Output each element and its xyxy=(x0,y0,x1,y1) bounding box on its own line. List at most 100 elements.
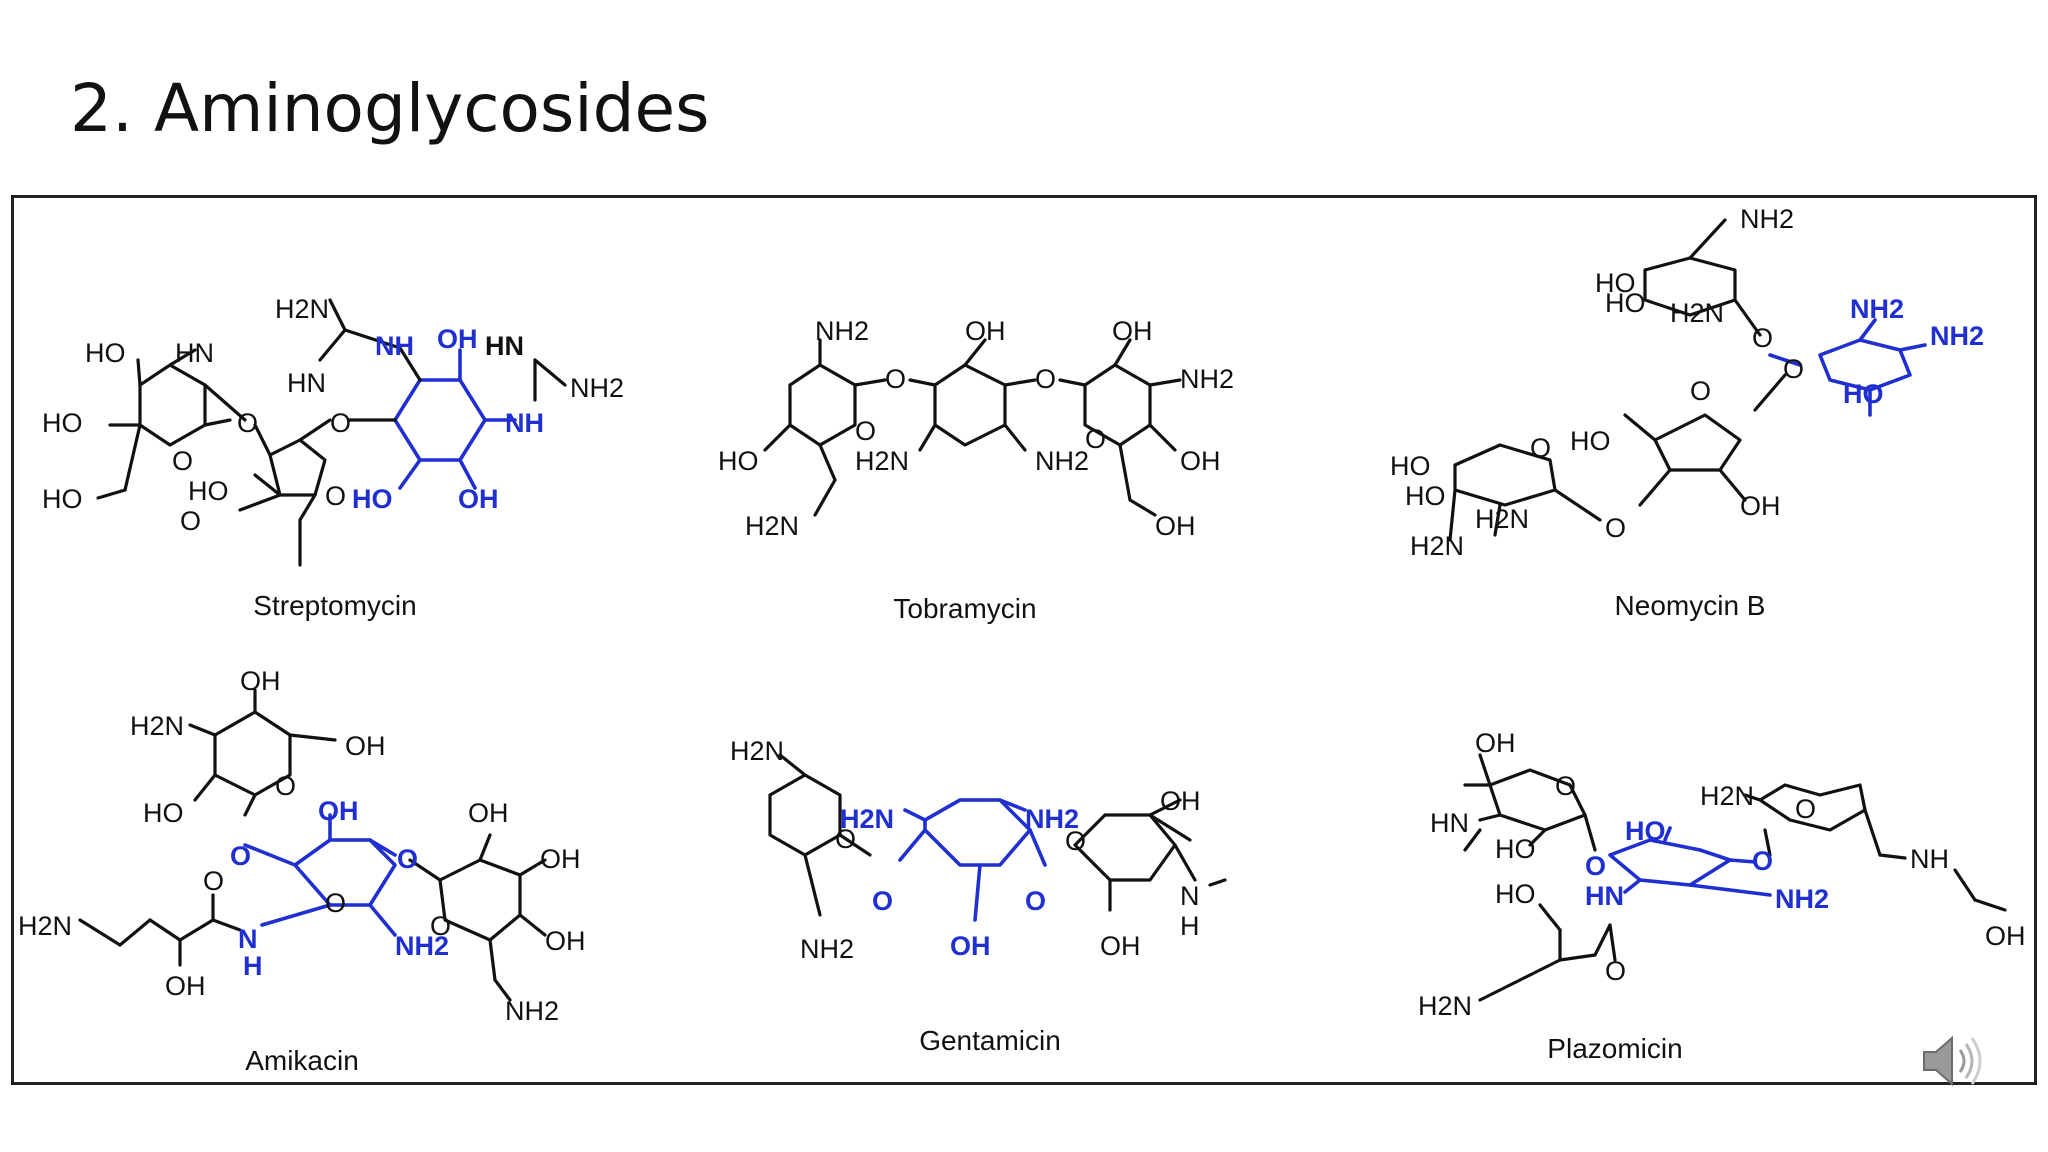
atom-label: NH2 xyxy=(570,373,624,403)
molecule-name: Tobramycin xyxy=(893,593,1036,624)
atom-label: O xyxy=(885,364,906,394)
atom-label: OH xyxy=(1740,491,1781,521)
atom-label: OH xyxy=(1155,511,1196,541)
molecule-name: Plazomicin xyxy=(1547,1033,1682,1064)
atom-label: H2N xyxy=(130,711,184,741)
atom-label: H xyxy=(1180,911,1200,941)
molecule-streptomycin: HO HN HO HO H2N HN NH OH HN NH2 NH HO OH… xyxy=(42,294,624,621)
atom-label: OH xyxy=(1112,316,1153,346)
atom-label: HO xyxy=(85,338,126,368)
atom-label: O xyxy=(230,841,251,871)
atom-label: O xyxy=(430,911,451,941)
atom-label: O xyxy=(397,844,418,874)
atom-label: HN xyxy=(175,338,214,368)
atom-label: NH2 xyxy=(1740,204,1794,234)
atom-label: O xyxy=(172,446,193,476)
atom-label: HO xyxy=(1843,379,1884,409)
atom-label: O xyxy=(1585,851,1606,881)
atom-label: OH xyxy=(965,316,1006,346)
atom-label: HO xyxy=(42,408,83,438)
atom-label: NH2 xyxy=(1025,804,1079,834)
atom-label: HO xyxy=(42,484,83,514)
molecule-neomycin-b: NH2 HO HO H2N O NH2 NH2 O HO HO HO HO O … xyxy=(1390,204,1984,621)
slide-title: 2. Aminoglycosides xyxy=(70,70,710,147)
atom-label: H2N xyxy=(840,804,894,834)
molecule-tobramycin: NH2 OH OH O O NH2 HO H2N NH2 OH H2N OH O… xyxy=(718,316,1234,624)
atom-label: O xyxy=(1752,846,1773,876)
atom-label: H2N xyxy=(1700,781,1754,811)
atom-label: O xyxy=(1065,826,1086,856)
atom-label: HO xyxy=(188,476,229,506)
atom-label: OH xyxy=(1475,728,1516,758)
atom-label: NH2 xyxy=(1850,294,1904,324)
atom-label: O xyxy=(325,481,346,511)
atom-label: NH2 xyxy=(815,316,869,346)
atom-label: O xyxy=(855,416,876,446)
atom-label: OH xyxy=(240,666,281,696)
molecule-name: Amikacin xyxy=(245,1045,359,1076)
atom-label: NH xyxy=(1910,844,1949,874)
atom-label: H2N xyxy=(1475,504,1529,534)
atom-label: NH2 xyxy=(505,996,559,1026)
atom-label: O xyxy=(1783,354,1804,384)
atom-label: H2N xyxy=(730,736,784,766)
molecule-amikacin: OH H2N OH HO O OH OH O O OH H2N O N H NH… xyxy=(18,666,586,1076)
atom-label: OH xyxy=(165,971,206,1001)
atom-label: O xyxy=(1555,771,1576,801)
atom-label: O xyxy=(325,888,346,918)
atom-label: HN xyxy=(485,331,524,361)
atom-label: OH xyxy=(1985,921,2026,951)
atom-label: N xyxy=(1180,881,1200,911)
atom-label: NH2 xyxy=(1035,446,1089,476)
atom-label: H2N xyxy=(1410,531,1464,561)
atom-label: HN xyxy=(1430,808,1469,838)
atom-label: H2N xyxy=(1670,298,1724,328)
atom-label: OH xyxy=(540,844,581,874)
atom-label: OH xyxy=(1160,786,1201,816)
atom-label: NH2 xyxy=(800,934,854,964)
atom-label: O xyxy=(330,408,351,438)
atom-label: OH xyxy=(1180,446,1221,476)
atom-label: N xyxy=(238,924,258,954)
atom-label: OH xyxy=(437,324,478,354)
atom-label: HO xyxy=(1595,268,1636,298)
atom-label: H2N xyxy=(18,911,72,941)
atom-label: HO xyxy=(718,446,759,476)
atom-label: O xyxy=(1035,364,1056,394)
atom-label: HO xyxy=(1495,834,1536,864)
atom-label: O xyxy=(1752,323,1773,353)
atom-label: OH xyxy=(468,798,509,828)
molecule-name: Gentamicin xyxy=(919,1025,1061,1056)
atom-label: HO xyxy=(1405,481,1446,511)
atom-label: OH xyxy=(545,926,586,956)
atom-label: O xyxy=(180,506,201,536)
atom-label: HO xyxy=(1495,879,1536,909)
atom-label: OH xyxy=(1100,931,1141,961)
molecule-name: Neomycin B xyxy=(1615,590,1766,621)
atom-label: NH2 xyxy=(1930,321,1984,351)
atom-label: HO xyxy=(143,798,184,828)
atom-label: NH xyxy=(375,331,414,361)
atom-label: HO xyxy=(352,484,393,514)
atom-label: HO xyxy=(1570,426,1611,456)
atom-label: H2N xyxy=(1418,991,1472,1021)
atom-label: O xyxy=(835,824,856,854)
atom-label: H xyxy=(243,951,263,981)
atom-label: OH xyxy=(318,796,359,826)
atom-label: NH xyxy=(505,408,544,438)
atom-label: O xyxy=(1605,956,1626,986)
atom-label: O xyxy=(872,886,893,916)
speaker-icon[interactable] xyxy=(1918,1028,1988,1094)
atom-label: O xyxy=(1690,376,1711,406)
atom-label: O xyxy=(203,866,224,896)
atom-label: NH2 xyxy=(1775,884,1829,914)
atom-label: O xyxy=(1530,433,1551,463)
atom-label: OH xyxy=(950,931,991,961)
atom-label: OH xyxy=(345,731,386,761)
atom-label: H2N xyxy=(275,294,329,324)
atom-label: HO xyxy=(1605,288,1646,318)
atom-label: O xyxy=(275,771,296,801)
molecule-plazomicin: OH O HN HO H2N O HO O O NH HN NH2 HO O O… xyxy=(1418,728,2026,1064)
atom-label: H2N xyxy=(855,446,909,476)
molecule-name: Streptomycin xyxy=(253,590,416,621)
